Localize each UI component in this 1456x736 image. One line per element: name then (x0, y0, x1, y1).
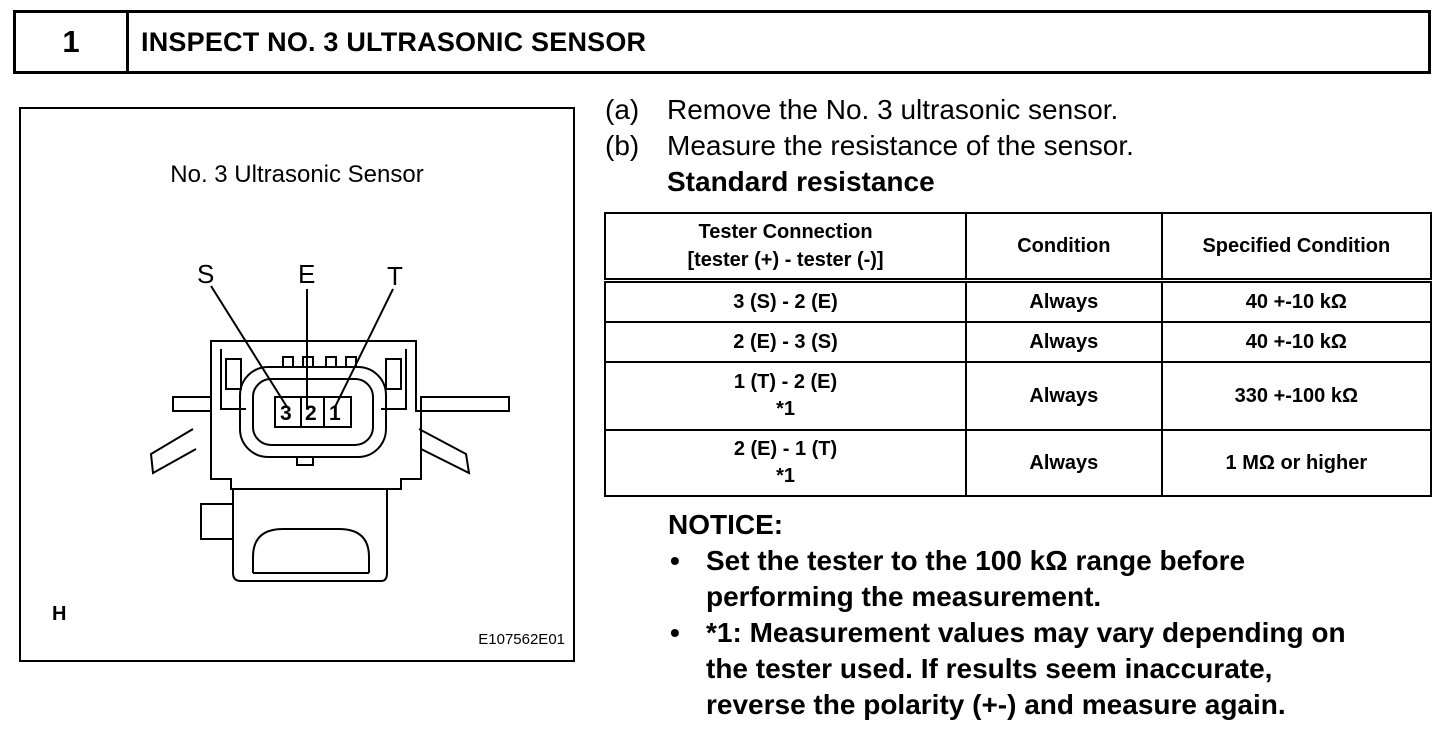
bullet-icon: • (670, 545, 680, 576)
terminal-number-3: 3 (280, 402, 292, 425)
sensor-connector-drawing (149, 285, 510, 582)
cell-connection: 3 (S) - 2 (E) (603, 279, 968, 323)
cell-specified: 1 MΩ or higher (1160, 429, 1433, 497)
step-title: INSPECT NO. 3 ULTRASONIC SENSOR (141, 26, 647, 57)
cell-specified: 40 +-10 kΩ (1160, 321, 1433, 363)
step-b: (b) Measure the resistance of the sensor… (605, 128, 1134, 164)
pin-label-t: T (387, 261, 403, 291)
figure-code: E107562E01 (478, 631, 565, 648)
step-number: 1 (16, 13, 129, 71)
pin-label-e: E (298, 259, 316, 289)
bullet-icon: • (670, 617, 680, 648)
step-a-label: (a) (605, 94, 640, 125)
procedure-steps: (a) Remove the No. 3 ultrasonic sensor. … (605, 92, 1134, 200)
terminal-number-2: 2 (305, 402, 317, 425)
cell-connection: 2 (E) - 3 (S) (603, 321, 968, 363)
table-row: 2 (E) - 1 (T) *1 Always 1 MΩ or higher (603, 429, 1433, 497)
standard-resistance-table: Tester Connection [tester (+) - tester (… (603, 212, 1433, 497)
notice-list: • Set the tester to the 100 kΩ range bef… (668, 543, 1346, 723)
header-tester-connection: Tester Connection [tester (+) - tester (… (603, 212, 968, 283)
step-a-text: Remove the No. 3 ultrasonic sensor. (667, 94, 1119, 125)
header-specified-condition: Specified Condition (1160, 212, 1433, 283)
figure-corner-mark: H (52, 603, 67, 625)
sensor-figure: No. 3 Ultrasonic Sensor S E T 3 2 1 H E1… (19, 107, 575, 662)
cell-connection: 1 (T) - 2 (E) *1 (603, 361, 968, 431)
terminal-number-1: 1 (329, 402, 341, 425)
pin-label-s: S (197, 259, 215, 289)
footnote-ref: *1 (776, 465, 795, 487)
notice-heading: NOTICE: (668, 509, 784, 540)
cell-condition: Always (965, 321, 1163, 363)
cell-condition: Always (965, 429, 1163, 497)
step-header: 1 INSPECT NO. 3 ULTRASONIC SENSOR (13, 10, 1431, 74)
cell-connection: 2 (E) - 1 (T) *1 (603, 429, 968, 497)
header-condition: Condition (965, 212, 1163, 283)
table-row: 3 (S) - 2 (E) Always 40 +-10 kΩ (603, 279, 1433, 323)
step-b-label: (b) (605, 130, 640, 161)
table-header-row: Tester Connection [tester (+) - tester (… (603, 212, 1433, 283)
cell-condition: Always (965, 361, 1163, 431)
cell-condition: Always (965, 279, 1163, 323)
step-a: (a) Remove the No. 3 ultrasonic sensor. (605, 92, 1134, 128)
table-row: 2 (E) - 3 (S) Always 40 +-10 kΩ (603, 321, 1433, 363)
notice-section: NOTICE: • Set the tester to the 100 kΩ r… (668, 507, 1346, 723)
notice-item: • *1: Measurement values may vary depend… (670, 617, 1346, 720)
standard-resistance-label: Standard resistance (667, 166, 935, 197)
figure-title: No. 3 Ultrasonic Sensor (170, 161, 424, 188)
table-row: 1 (T) - 2 (E) *1 Always 330 +-100 kΩ (603, 361, 1433, 431)
cell-specified: 40 +-10 kΩ (1160, 279, 1433, 323)
cell-specified: 330 +-100 kΩ (1160, 361, 1433, 431)
footnote-ref: *1 (776, 398, 795, 420)
step-b-text: Measure the resistance of the sensor. (667, 130, 1134, 161)
notice-item: • Set the tester to the 100 kΩ range bef… (670, 545, 1246, 612)
